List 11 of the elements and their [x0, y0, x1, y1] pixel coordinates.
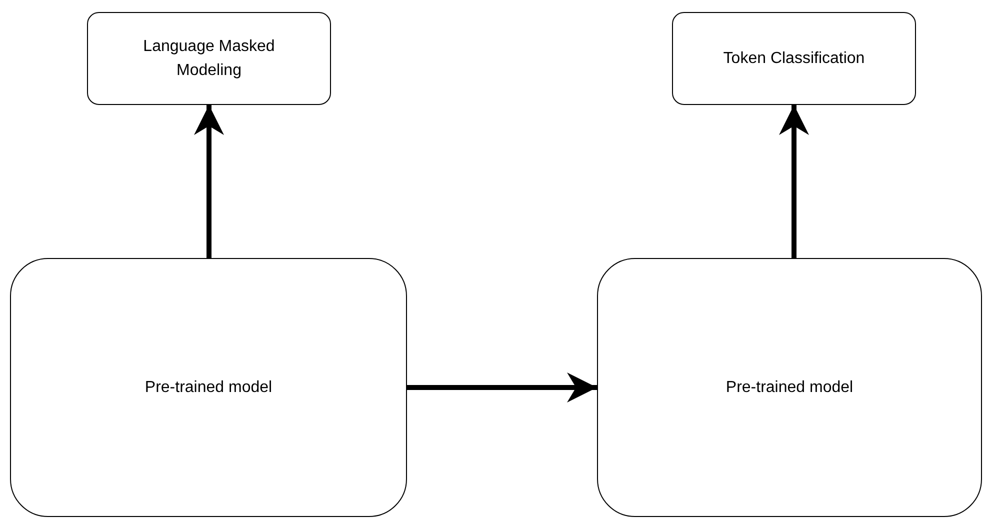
rounded-box [597, 258, 982, 517]
arrow [194, 105, 224, 258]
box-label: Token Classification [722, 48, 866, 69]
box-label: Pre-trained model [144, 378, 274, 398]
rounded-box [87, 12, 331, 105]
box-label: Language Masked Modeling [142, 37, 276, 80]
box-label: Pre-trained model [724, 378, 854, 398]
arrow [779, 105, 809, 258]
arrow [407, 372, 597, 402]
rounded-box [672, 12, 916, 105]
rounded-box [10, 258, 407, 517]
